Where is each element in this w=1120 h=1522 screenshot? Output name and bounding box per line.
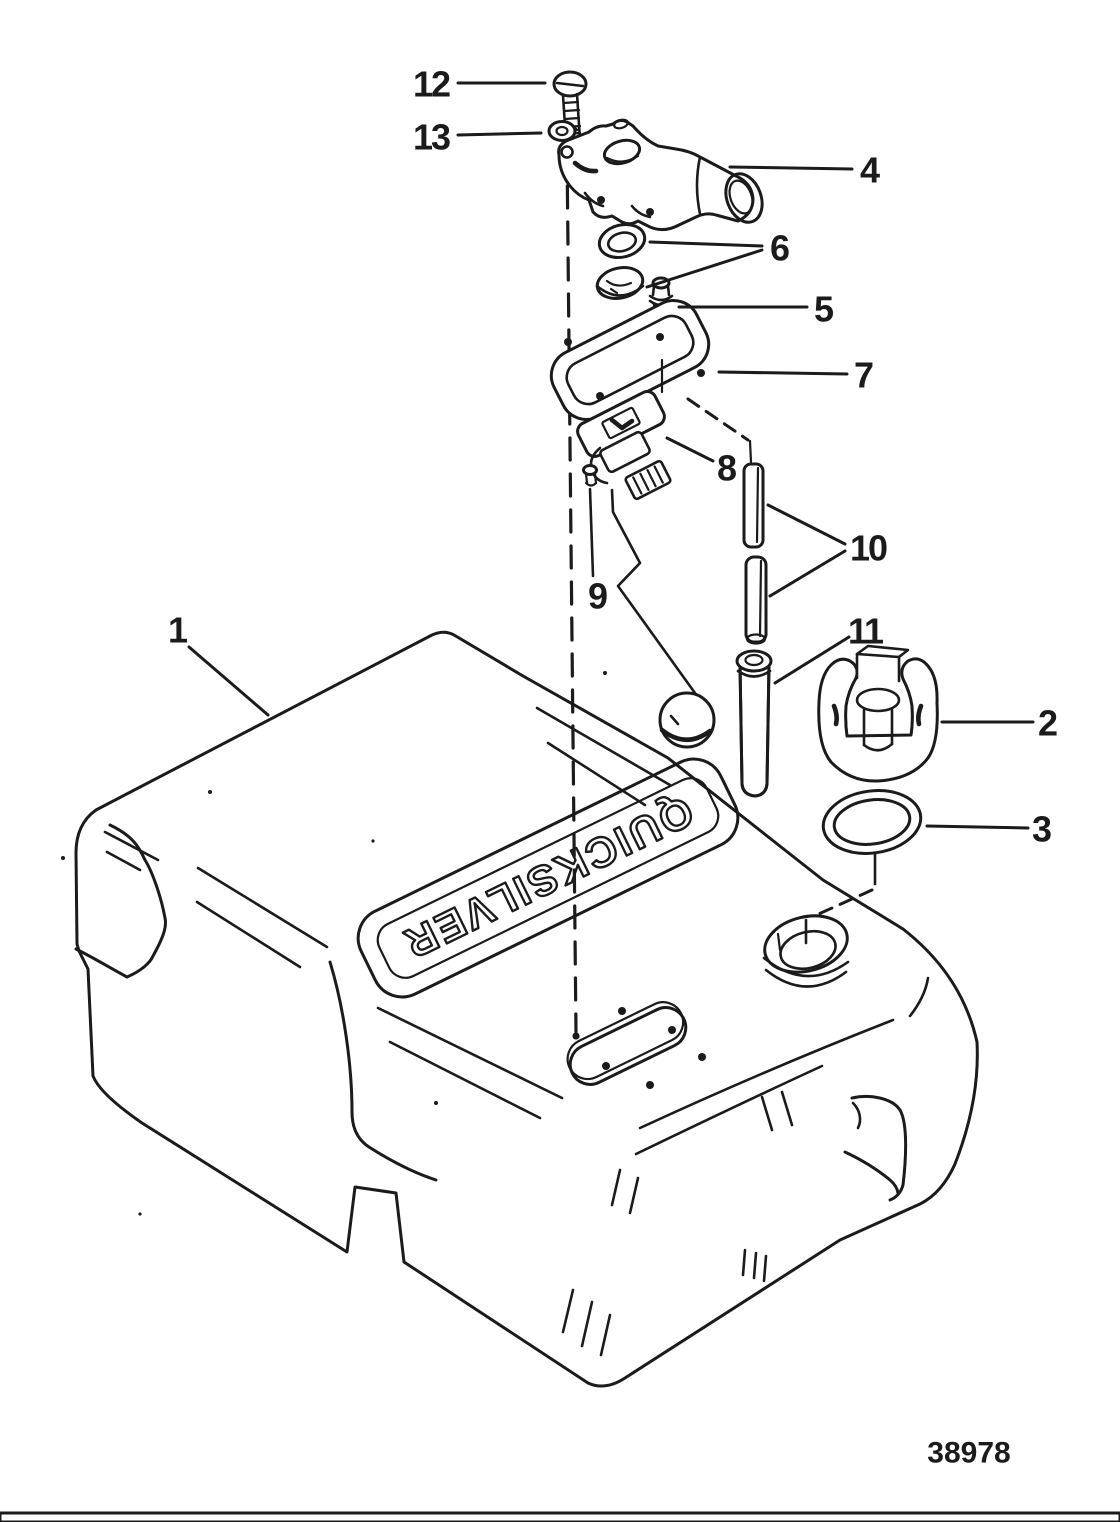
callout-7: 7 xyxy=(854,355,873,396)
access-plate xyxy=(566,1001,706,1089)
part-10-hoses xyxy=(686,397,768,645)
callout-4: 4 xyxy=(860,150,880,191)
part-11-filter xyxy=(735,649,773,798)
assembly-axis-dashed-line xyxy=(565,148,578,1034)
callout-10: 10 xyxy=(850,528,887,569)
part-8-sender xyxy=(576,390,716,749)
callout-9: 9 xyxy=(588,576,607,617)
callout-3: 3 xyxy=(1032,809,1051,850)
handle-recess xyxy=(741,1090,908,1283)
callout-8: 8 xyxy=(717,448,736,489)
filler-neck xyxy=(762,914,850,988)
part-12-screw xyxy=(552,70,588,146)
callout-5: 5 xyxy=(814,289,834,330)
callout-1: 1 xyxy=(168,610,188,651)
float-ball xyxy=(658,691,716,749)
part-13-washer xyxy=(547,120,579,142)
callout-2: 2 xyxy=(1038,703,1057,744)
fuel-tank-drawing: QUICKSILVER xyxy=(61,630,979,1388)
drawing-number: 38978 xyxy=(927,1437,1010,1470)
part-6-seal-rings xyxy=(595,223,647,300)
part-9-pickup-rod xyxy=(582,464,598,578)
part-4-gauge-cover xyxy=(557,118,764,232)
callout-11: 11 xyxy=(848,611,884,652)
axis-end-dot xyxy=(572,1032,580,1040)
float-arm xyxy=(610,488,702,702)
callout-labels: 1 2 3 4 5 6 7 8 9 10 11 12 13 xyxy=(168,64,1059,850)
callout-13: 13 xyxy=(413,117,450,158)
callout-6: 6 xyxy=(770,228,789,269)
callout-12: 12 xyxy=(413,64,450,105)
leader-lines xyxy=(187,81,1035,830)
scan-edge xyxy=(0,1511,1120,1522)
part-2-retainer xyxy=(817,644,939,783)
part-3-oring xyxy=(810,789,923,919)
